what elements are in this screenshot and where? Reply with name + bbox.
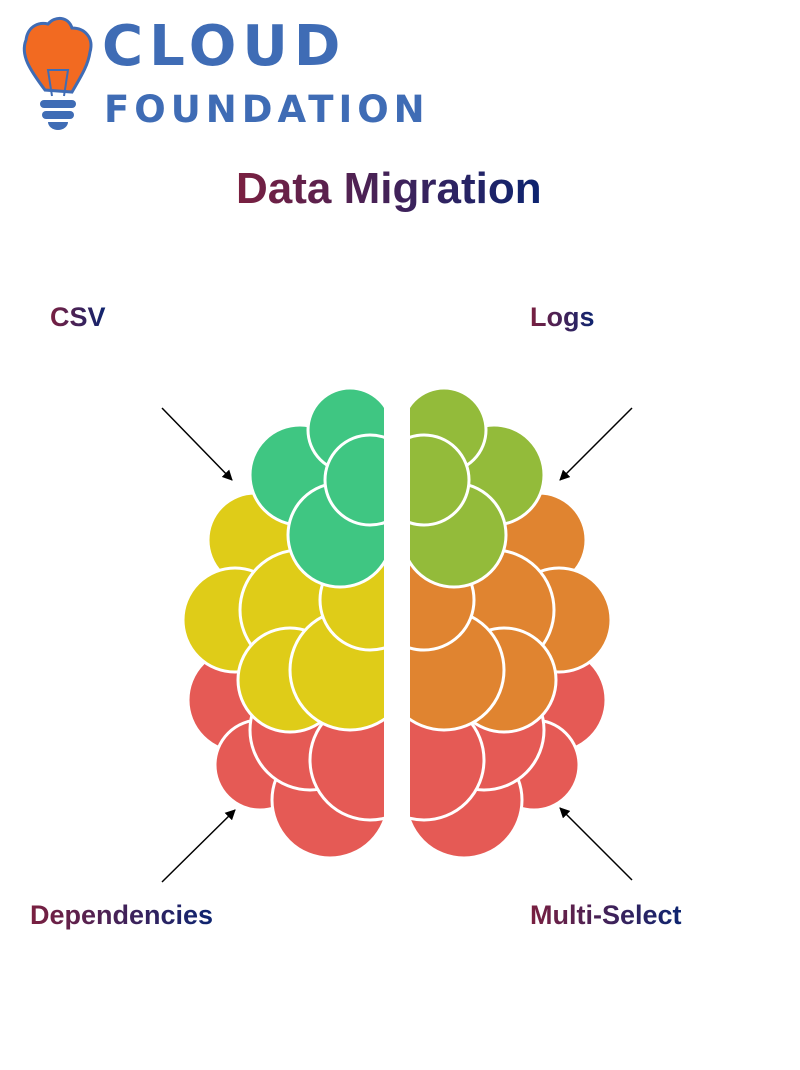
page-title: Data Migration [236, 164, 542, 213]
label-logs: Logs [530, 302, 595, 332]
arrow-dependencies [161, 809, 236, 883]
arrow-logs [559, 407, 633, 481]
right-hemisphere [410, 386, 613, 860]
logo-text-foundation: FOUNDATION [104, 88, 430, 131]
lightbulb-icon [22, 17, 93, 130]
label-dependencies: Dependencies [30, 900, 214, 930]
label-csv: CSV [50, 302, 106, 332]
arrow-csv [161, 407, 233, 481]
logo-text-cloud: CLOUD [102, 14, 347, 79]
label-multi-select: Multi-Select [530, 900, 682, 930]
left-hemisphere [181, 386, 384, 860]
arrow-multi-select [559, 807, 633, 881]
